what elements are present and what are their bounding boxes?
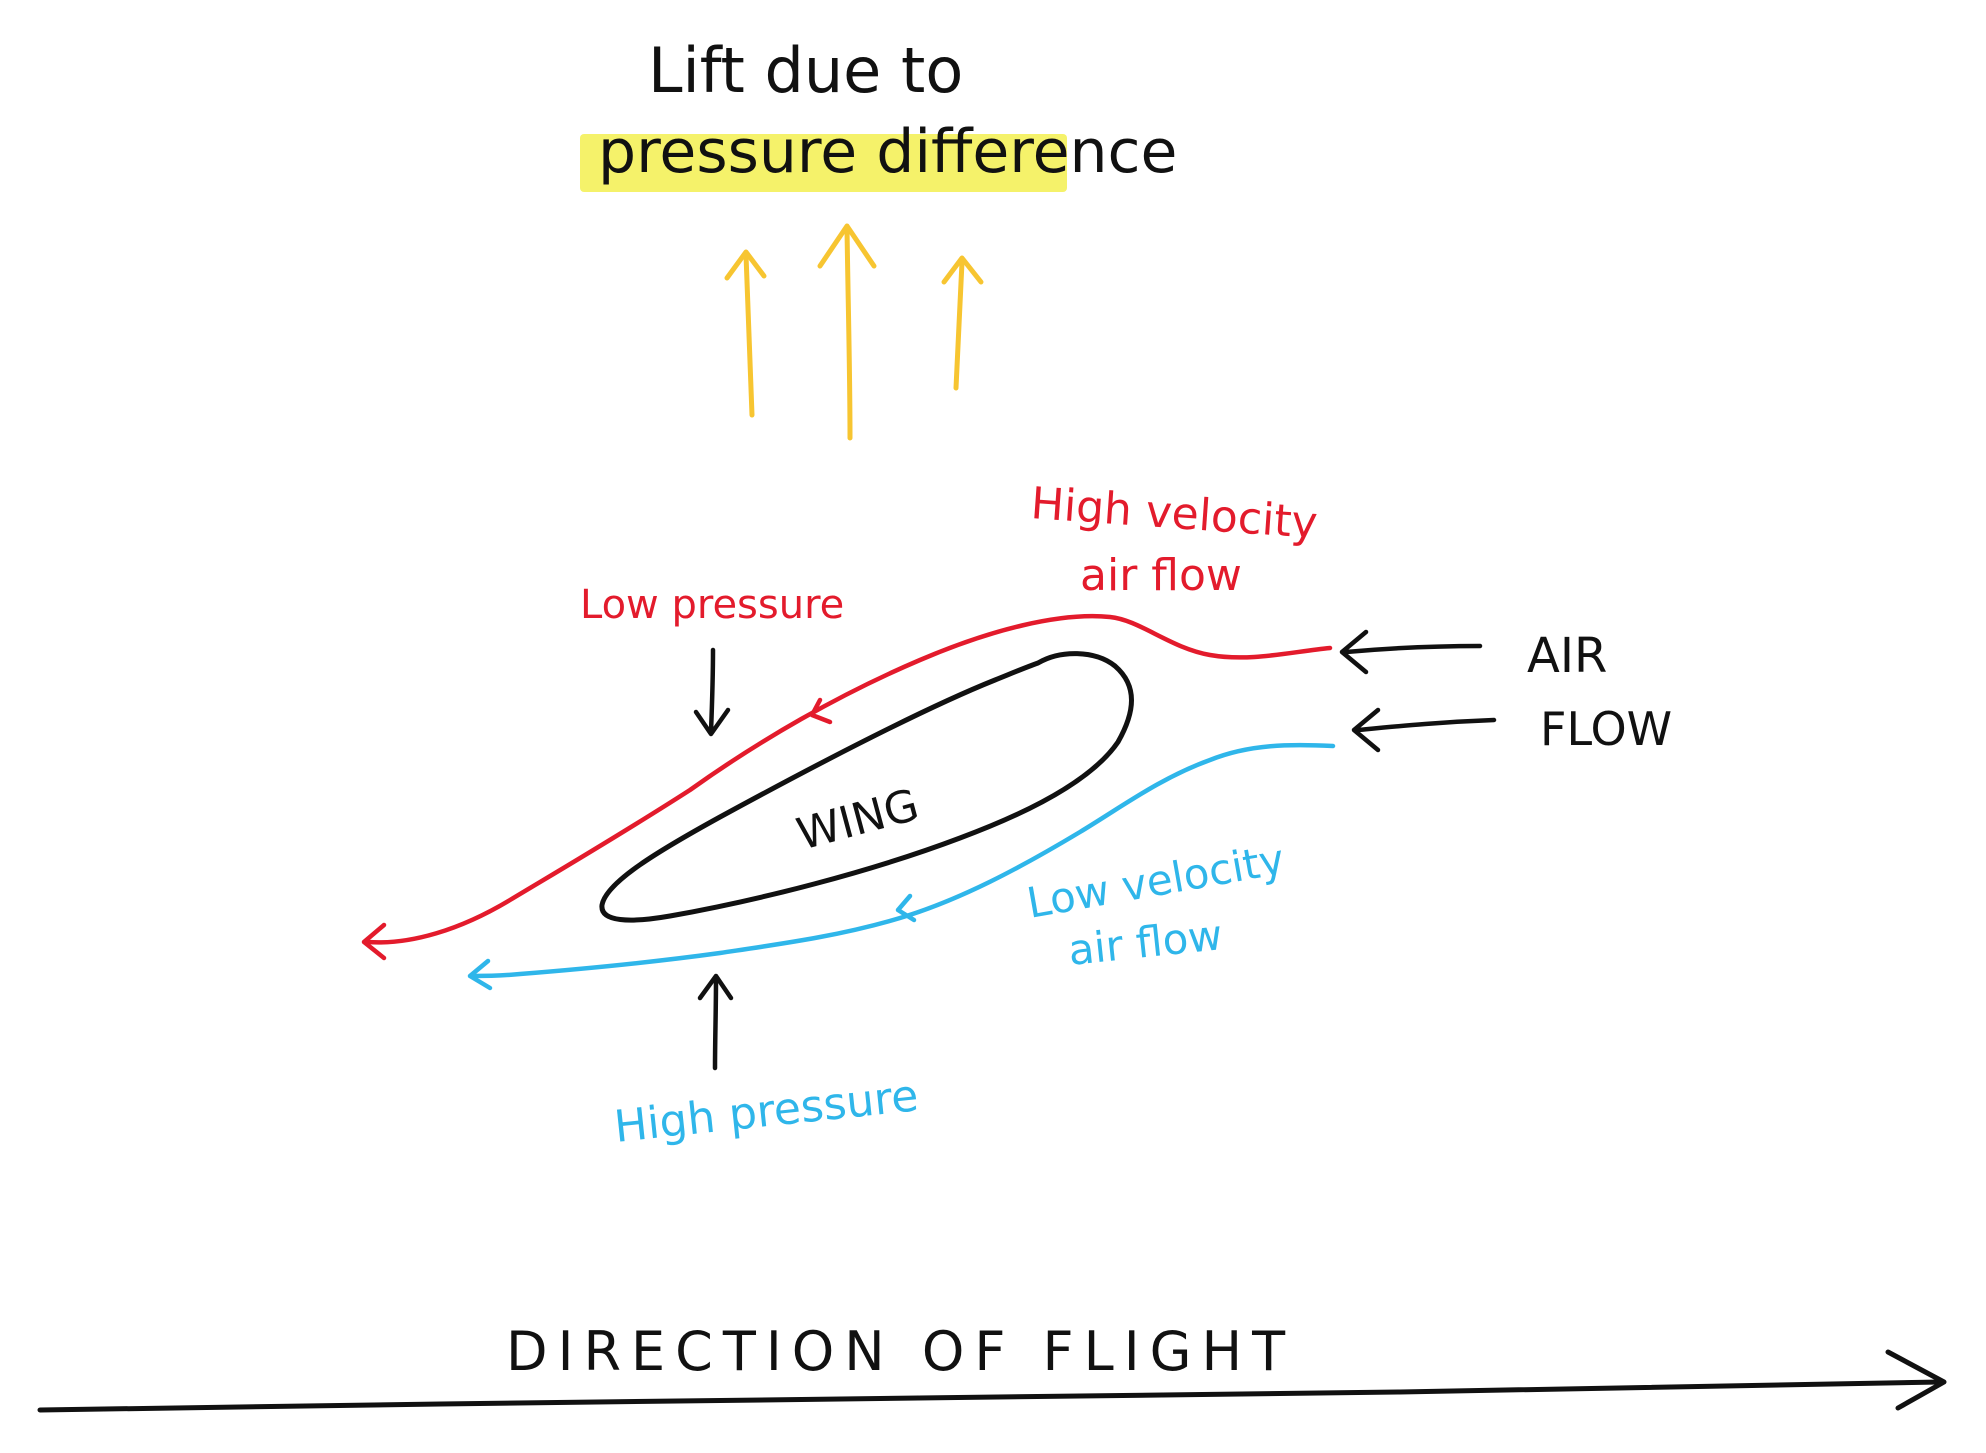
low-pressure-arrow [693,647,731,737]
upper-airflow-head [361,922,387,961]
direction-of-flight-label: DIRECTION OF FLIGHT [506,1320,1295,1383]
lift-arrows [724,223,984,441]
air-flow-arrows [1339,629,1497,753]
title-highlight [580,134,1067,192]
flow-label: FLOW [1540,702,1672,756]
air-flow-arrow-bottom [1355,717,1497,733]
lift-arrow-right [953,259,965,391]
lower-airflow-head [467,958,493,991]
lift-arrow-center [844,225,853,441]
upper-airflow-mid-arrow [809,697,833,725]
lift-arrow-left [743,252,755,418]
title-line-2: pressure difference [598,117,1177,187]
high-velocity-label-line-1: High velocity [1029,478,1319,549]
lift-arrow-right-head [941,255,984,285]
upper-airflow [361,613,1333,961]
title-line-1: Lift due to [648,34,963,107]
low-velocity-label-line-1: Low velocity [1023,834,1288,927]
lower-airflow [467,742,1336,991]
high-pressure-arrow [697,973,734,1071]
lift-arrow-left-head [724,249,767,281]
low-velocity-label-line-2: air flow [1066,910,1225,975]
low-pressure-label: Low pressure [580,582,844,628]
air-flow-arrow-top [1343,643,1483,655]
air-label: AIR [1527,628,1607,684]
high-pressure-label: High pressure [612,1070,921,1153]
high-velocity-label-line-2: air flow [1080,550,1242,601]
direction-of-flight-arrow [37,1349,1947,1413]
lower-airflow-mid-arrow [895,893,917,923]
lift-arrow-center-head [817,223,877,269]
wing-outline [599,651,1134,923]
upper-airflow-line [365,613,1333,945]
wing-label: WING [792,779,924,860]
